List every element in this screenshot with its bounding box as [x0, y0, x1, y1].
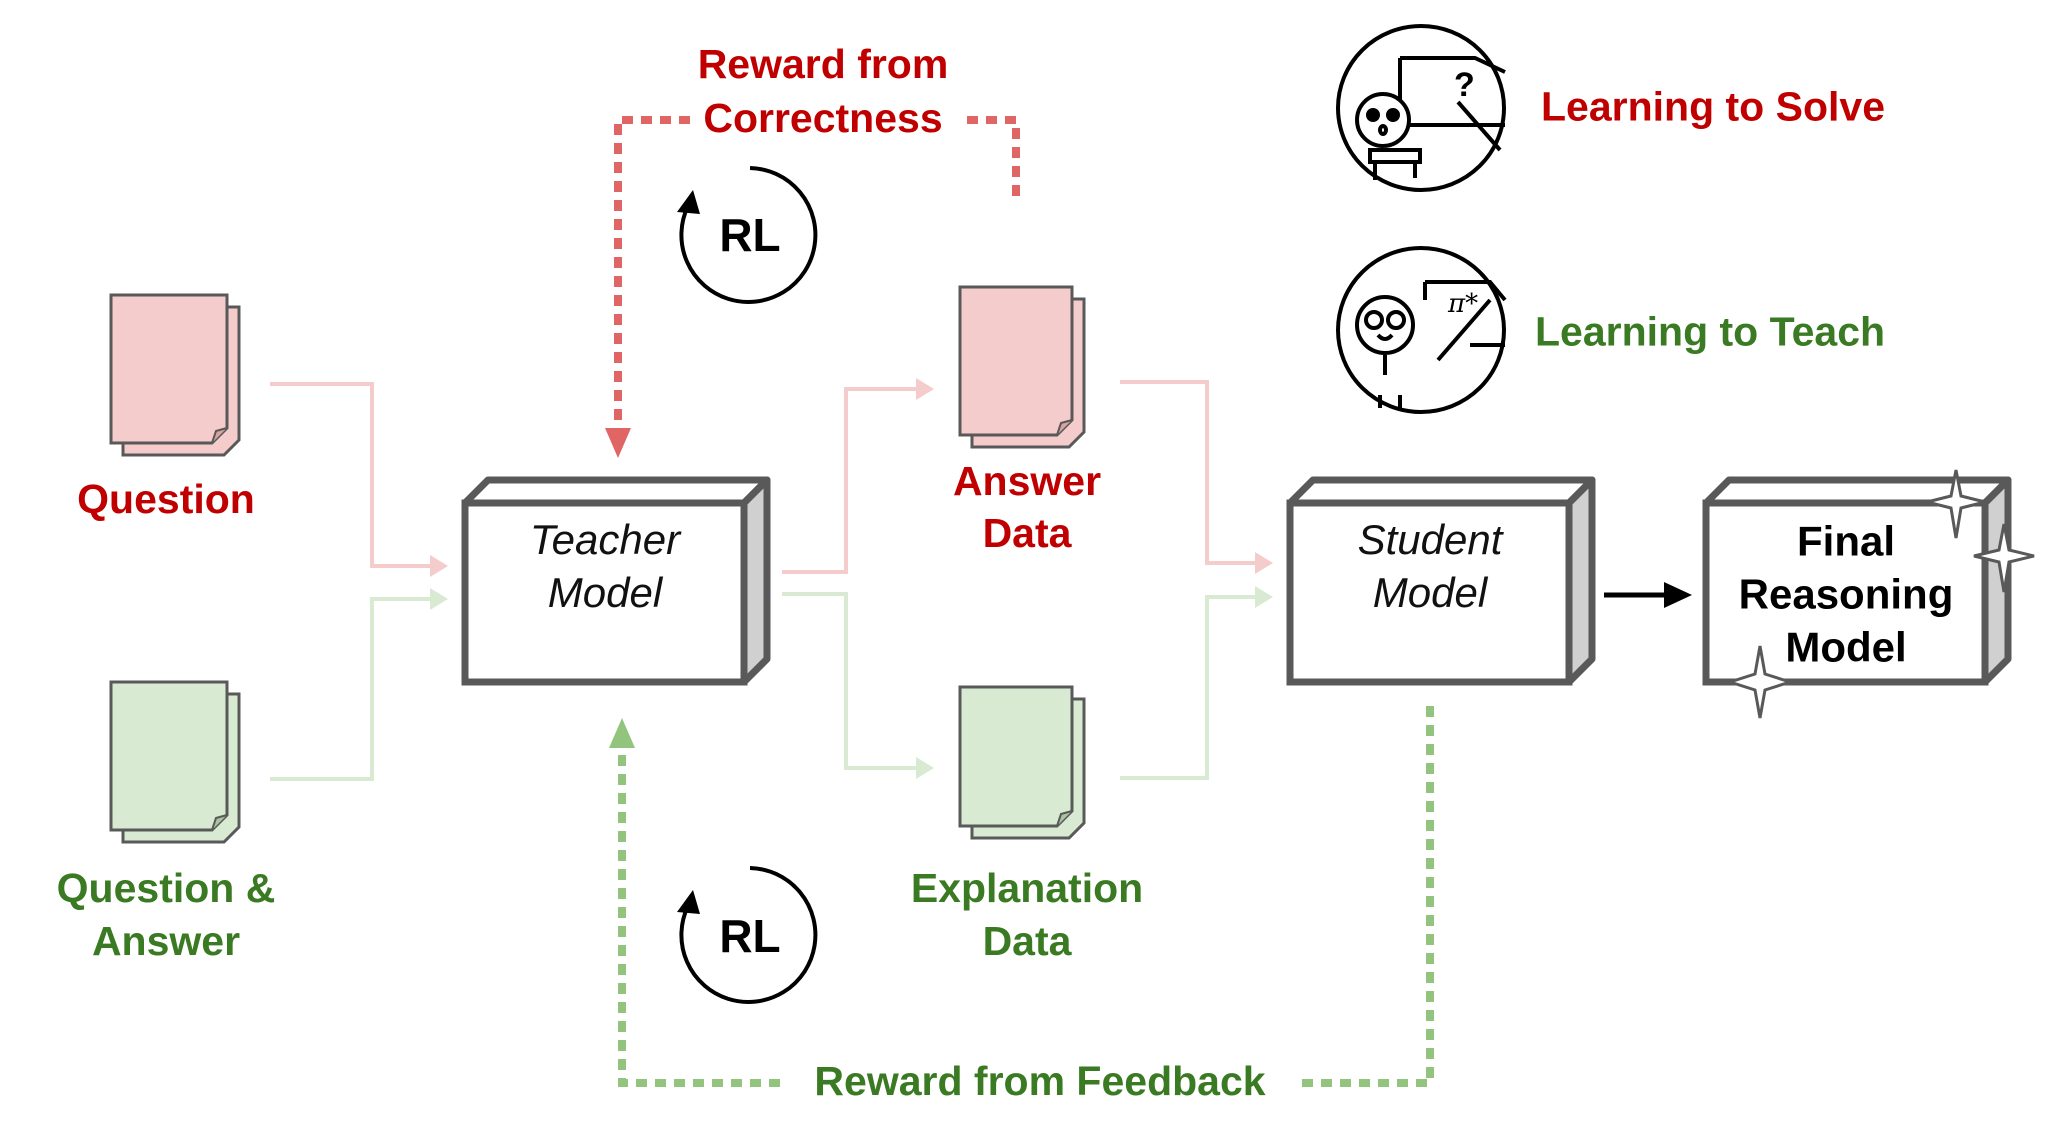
- rl-cycle-icon-top: [677, 166, 818, 304]
- explanation-to-student-arrow: [1120, 586, 1273, 780]
- explanation-data-document-icon: [958, 685, 1086, 840]
- answer-to-student-arrow: [1120, 380, 1273, 574]
- reward-correctness-line2: Correctness: [703, 95, 943, 141]
- question-label: Question: [77, 476, 255, 522]
- final-model-line3: Model: [1785, 623, 1907, 671]
- reward-feedback-label: Reward from Feedback: [814, 1058, 1266, 1104]
- pi-star-glyph: π*: [1447, 289, 1478, 319]
- answer-data-document-icon: [958, 285, 1086, 449]
- teacher-to-explanation-arrow: [782, 592, 934, 779]
- correctness-reward-loop: [605, 116, 1020, 458]
- explanation-data-label-line2: Data: [982, 918, 1072, 964]
- reward-correctness-line1: Reward from: [697, 41, 949, 87]
- teacher-model-line1: Teacher: [529, 516, 681, 563]
- student-model-line2: Model: [1372, 569, 1488, 616]
- explanation-data-label-line1: Explanation: [910, 865, 1144, 911]
- teacher-to-answer-arrow: [782, 378, 934, 574]
- sparkle-icon: [1725, 469, 2035, 719]
- teacher-pointer-icon: [1336, 246, 1507, 414]
- student-model-label: Student Model: [1358, 513, 1503, 619]
- final-model-line2: Reasoning: [1738, 570, 1954, 618]
- question-answer-document-icon: [109, 680, 241, 844]
- student-model-box: [1286, 476, 1596, 686]
- teacher-model-box: [461, 476, 771, 686]
- answer-data-label-line2: Data: [982, 510, 1072, 556]
- question-to-teacher-arrow: [270, 382, 448, 577]
- final-reasoning-model-label: Final Reasoning Model: [1739, 515, 1954, 674]
- student-to-final-arrow: [1604, 582, 1692, 608]
- student-model-line1: Student: [1357, 516, 1503, 563]
- rl-label-bottom: RL: [719, 910, 781, 962]
- answer-data-label-line1: Answer: [952, 458, 1102, 504]
- feedback-reward-loop: [609, 706, 1434, 1087]
- qa-to-teacher-arrow: [270, 588, 448, 781]
- question-answer-label-line2: Answer: [91, 918, 241, 964]
- final-reasoning-model-box: [1702, 476, 2012, 686]
- teacher-model-line2: Model: [547, 569, 663, 616]
- question-mark-glyph: ?: [1454, 66, 1475, 104]
- legend-learning-to-teach: Learning to Teach: [1535, 308, 1886, 355]
- rl-cycle-icon-bottom: [677, 866, 818, 1004]
- legend-learning-to-solve: Learning to Solve: [1541, 83, 1885, 130]
- final-model-line1: Final: [1796, 517, 1896, 565]
- question-answer-label-line1: Question &: [56, 865, 276, 911]
- rl-label-top: RL: [719, 209, 781, 261]
- student-question-icon: [1336, 24, 1506, 192]
- teacher-model-label: Teacher Model: [530, 513, 680, 619]
- question-document-icon: [109, 293, 241, 457]
